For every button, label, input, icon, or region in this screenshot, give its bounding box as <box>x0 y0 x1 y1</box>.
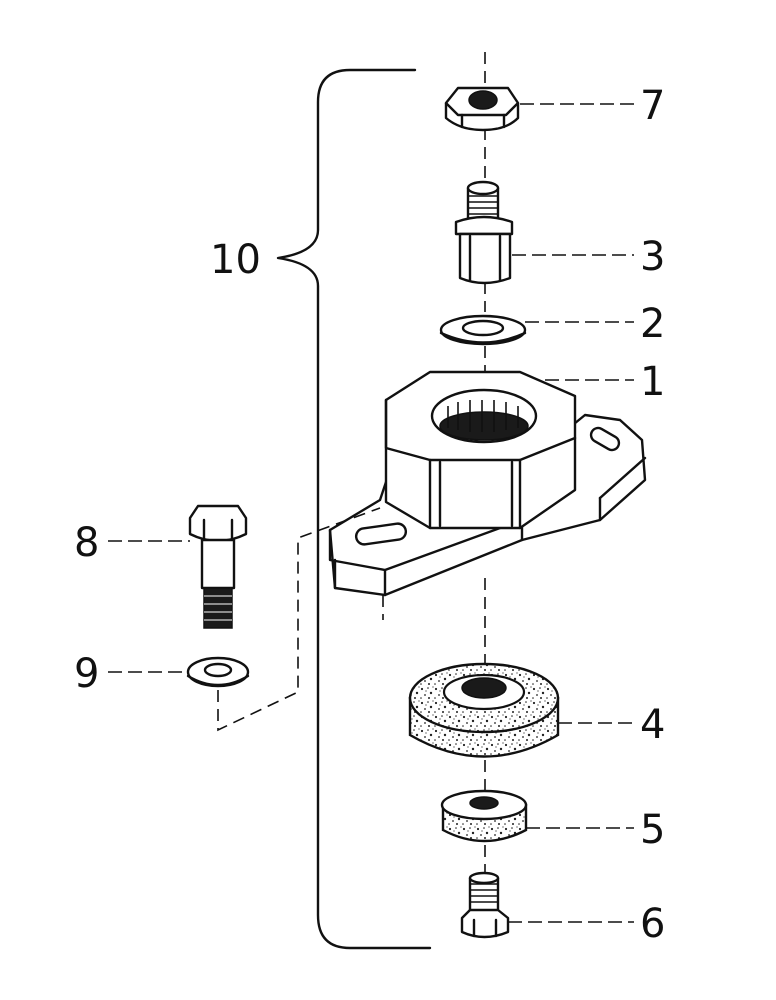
callout-8: 8 <box>74 520 99 566</box>
assembly-bracket <box>276 68 432 950</box>
callout-6: 6 <box>640 901 665 947</box>
bolt-path-dashed <box>217 507 381 732</box>
callout-3: 3 <box>640 234 665 280</box>
threaded-stud <box>454 180 514 285</box>
callout-10: 10 <box>210 237 261 283</box>
top-nut <box>444 86 520 132</box>
callout-5: 5 <box>640 807 665 853</box>
small-rubber-bush <box>440 789 528 843</box>
large-rubber-bush <box>408 662 560 758</box>
mount-housing <box>328 370 647 620</box>
callout-4: 4 <box>640 702 665 748</box>
callout-2: 2 <box>640 301 665 347</box>
callout-1: 1 <box>640 359 665 405</box>
mounting-bolt <box>188 504 248 629</box>
bottom-bolt <box>460 871 510 939</box>
callout-7: 7 <box>640 83 665 129</box>
leader-lines <box>108 103 634 923</box>
callout-9: 9 <box>74 651 99 697</box>
callout-labels: 7 3 2 1 4 5 6 8 9 10 <box>74 83 665 947</box>
washer <box>439 314 527 346</box>
mounting-washer <box>186 656 250 688</box>
